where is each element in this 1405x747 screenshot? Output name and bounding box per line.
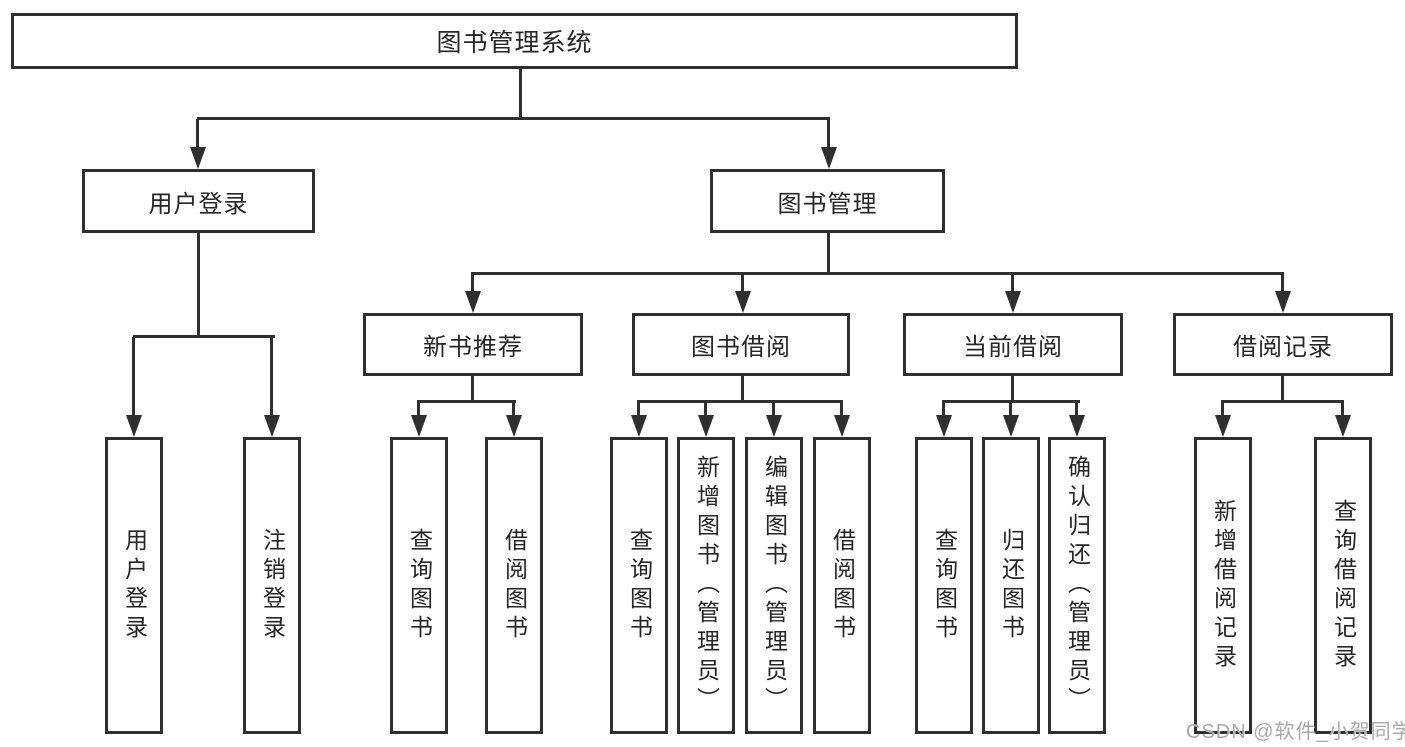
node-book-borrowing: 图书借阅 [632, 313, 850, 376]
down-arrow-icon [942, 402, 945, 415]
node-new-book-recommendation: 新书推荐 [363, 313, 583, 376]
leaf-borrow-books-borrowing: 借阅图书 [813, 437, 871, 734]
node-label: 查询借阅记录 [1330, 498, 1357, 673]
node-label: 查询图书 [406, 527, 433, 644]
connector-borrowing-rail [637, 400, 843, 403]
node-label: 查询图书 [626, 527, 653, 644]
node-book-management: 图书管理 [710, 169, 945, 233]
connector-current-stem [1011, 376, 1014, 403]
node-label: 确认归还（管理员） [1064, 455, 1091, 716]
node-label: 查询图书 [931, 527, 958, 644]
node-label: 借阅图书 [501, 527, 528, 644]
leaf-confirm-return-admin: 确认归还（管理员） [1048, 437, 1106, 734]
node-label: 用户登录 [148, 190, 249, 218]
connector-level3-rail [471, 272, 1284, 275]
connector-recommend-stem [471, 376, 474, 403]
node-label: 图书借阅 [691, 334, 791, 361]
watermark: CSDN @软件_小贺同学 [1186, 721, 1405, 743]
down-arrow-icon [840, 402, 843, 415]
node-label: 归还图书 [998, 527, 1025, 644]
down-arrow-icon [417, 402, 420, 415]
connector-user-login-stem [197, 233, 200, 338]
leaf-edit-books-admin: 编辑图书（管理员） [745, 437, 803, 734]
node-borrowing-records: 借阅记录 [1173, 313, 1393, 376]
connector-user-login-rail [133, 335, 275, 338]
down-arrow-icon [1341, 402, 1344, 415]
down-arrow-icon [196, 119, 199, 147]
connector-borrowing-stem [741, 376, 744, 403]
down-arrow-icon [772, 402, 775, 415]
node-label: 图书管理 [777, 190, 878, 218]
down-arrow-icon [637, 402, 640, 415]
down-arrow-icon [270, 337, 273, 415]
connector-book-management-stem [827, 233, 830, 275]
down-arrow-icon [132, 337, 135, 415]
leaf-query-books-recommend: 查询图书 [390, 437, 448, 734]
node-label: 当前借阅 [963, 334, 1063, 361]
connector-records-stem [1281, 376, 1284, 403]
connector-recommend-rail [417, 400, 516, 403]
down-arrow-icon [512, 402, 515, 415]
leaf-add-books-admin: 新增图书（管理员） [677, 437, 735, 734]
node-label: 用户登录 [121, 527, 148, 644]
down-arrow-icon [1011, 274, 1014, 291]
leaf-borrow-books-recommend: 借阅图书 [485, 437, 543, 734]
connector-records-rail [1221, 400, 1344, 403]
node-label: 新书推荐 [423, 334, 523, 361]
node-label: 编辑图书（管理员） [761, 455, 788, 716]
node-user-login: 用户登录 [82, 169, 315, 233]
leaf-query-borrow-record: 查询借阅记录 [1314, 437, 1372, 734]
down-arrow-icon [1009, 402, 1012, 415]
connector-root-stem [519, 68, 522, 120]
node-label: 借阅记录 [1233, 334, 1333, 361]
leaf-user-login: 用户登录 [105, 437, 163, 734]
node-label: 图书管理系统 [436, 29, 593, 57]
leaf-query-books-current: 查询图书 [915, 437, 973, 734]
down-arrow-icon [827, 119, 830, 147]
down-arrow-icon [471, 274, 474, 291]
leaf-logout-login: 注销登录 [243, 437, 301, 734]
leaf-add-borrow-record: 新增借阅记录 [1194, 437, 1252, 734]
leaf-query-books-borrowing: 查询图书 [610, 437, 668, 734]
node-label: 注销登录 [259, 527, 286, 644]
down-arrow-icon [1221, 402, 1224, 415]
node-label: 新增图书（管理员） [693, 455, 720, 716]
node-label: 借阅图书 [829, 527, 856, 644]
leaf-return-books: 归还图书 [982, 437, 1040, 734]
connector-level2-rail [197, 117, 830, 120]
down-arrow-icon [704, 402, 707, 415]
down-arrow-icon [1075, 402, 1078, 415]
node-library-management-system: 图书管理系统 [11, 13, 1018, 69]
node-label: 新增借阅记录 [1210, 498, 1237, 673]
down-arrow-icon [741, 274, 744, 291]
down-arrow-icon [1281, 274, 1284, 291]
node-current-borrowing: 当前借阅 [903, 313, 1123, 376]
